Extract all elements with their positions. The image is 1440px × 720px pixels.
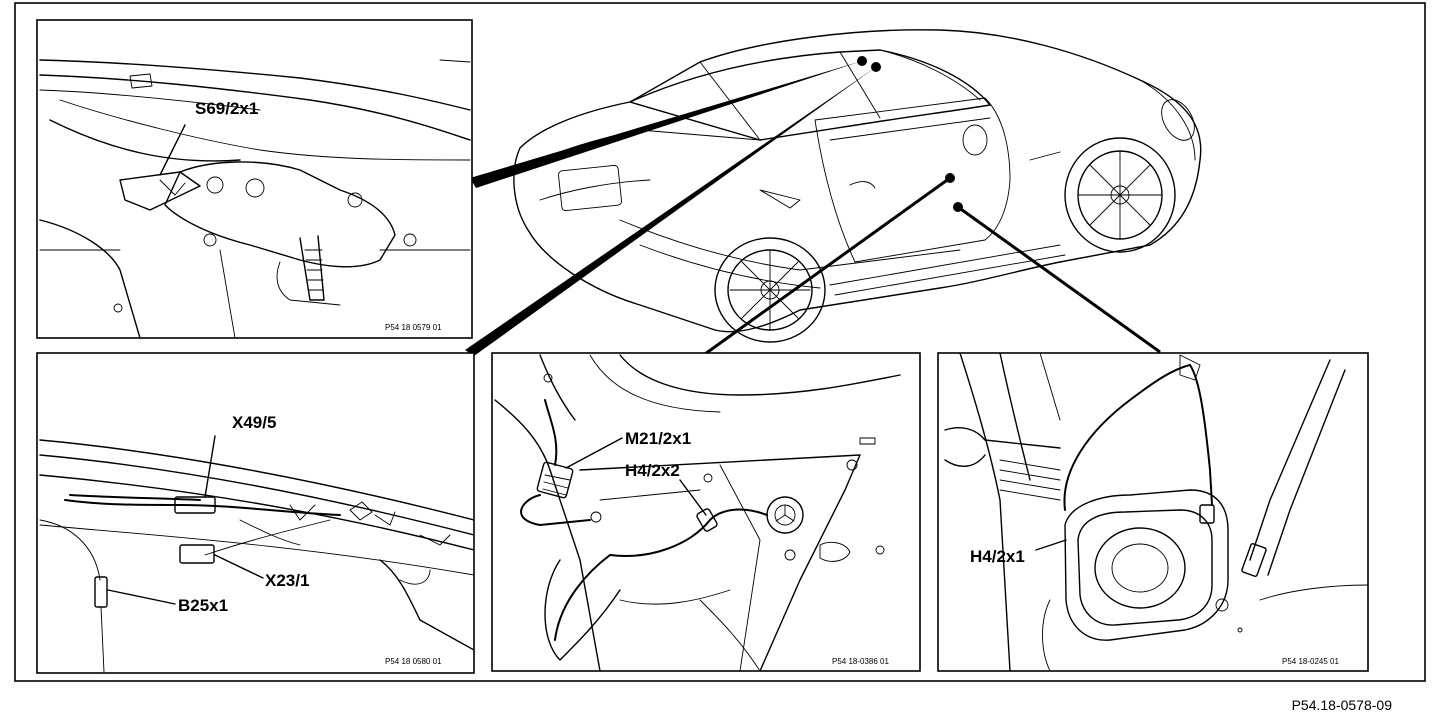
panel-bottom-left-drawing <box>39 439 474 673</box>
leader-line-bottom-right <box>957 205 1161 354</box>
label-x23-1: X23/1 <box>265 571 309 590</box>
panel-bottom-left: X49/5 X23/1 B25x1 P54 18 0580 01 <box>36 352 475 674</box>
panel-bottom-left-photo-ref: P54 18 0580 01 <box>385 657 442 666</box>
label-h4-2x2: H4/2x2 <box>625 461 680 480</box>
label-h4-2x1: H4/2x1 <box>970 547 1025 566</box>
panel-bottom-right-drawing <box>944 353 1368 671</box>
label-m21-2x1: M21/2x1 <box>625 429 691 448</box>
panel-bottom-right: H4/2x1 P54 18-0245 01 <box>937 352 1369 672</box>
leader-line-bottom-left <box>465 67 876 356</box>
label-s69-2x1: S69/2x1 <box>195 99 258 118</box>
panel-bottom-center: M21/2x1 H4/2x2 P54 18-0386 01 <box>491 352 921 672</box>
panel-top-left: S69/2x1 P54 18 0579 01 <box>36 19 473 339</box>
panel-top-left-drawing <box>39 59 471 338</box>
label-b25x1: B25x1 <box>178 596 228 615</box>
panel-bottom-center-drawing <box>494 354 901 671</box>
label-x49-5: X49/5 <box>232 413 276 432</box>
leader-line-top-left <box>470 61 862 188</box>
panel-bottom-right-photo-ref: P54 18-0245 01 <box>1282 657 1339 666</box>
leader-line-bottom-center <box>704 176 951 356</box>
panel-top-left-photo-ref: P54 18 0579 01 <box>385 323 442 332</box>
document-reference: P54.18-0578-09 <box>1292 697 1393 713</box>
panel-bottom-center-photo-ref: P54 18-0386 01 <box>832 657 889 666</box>
